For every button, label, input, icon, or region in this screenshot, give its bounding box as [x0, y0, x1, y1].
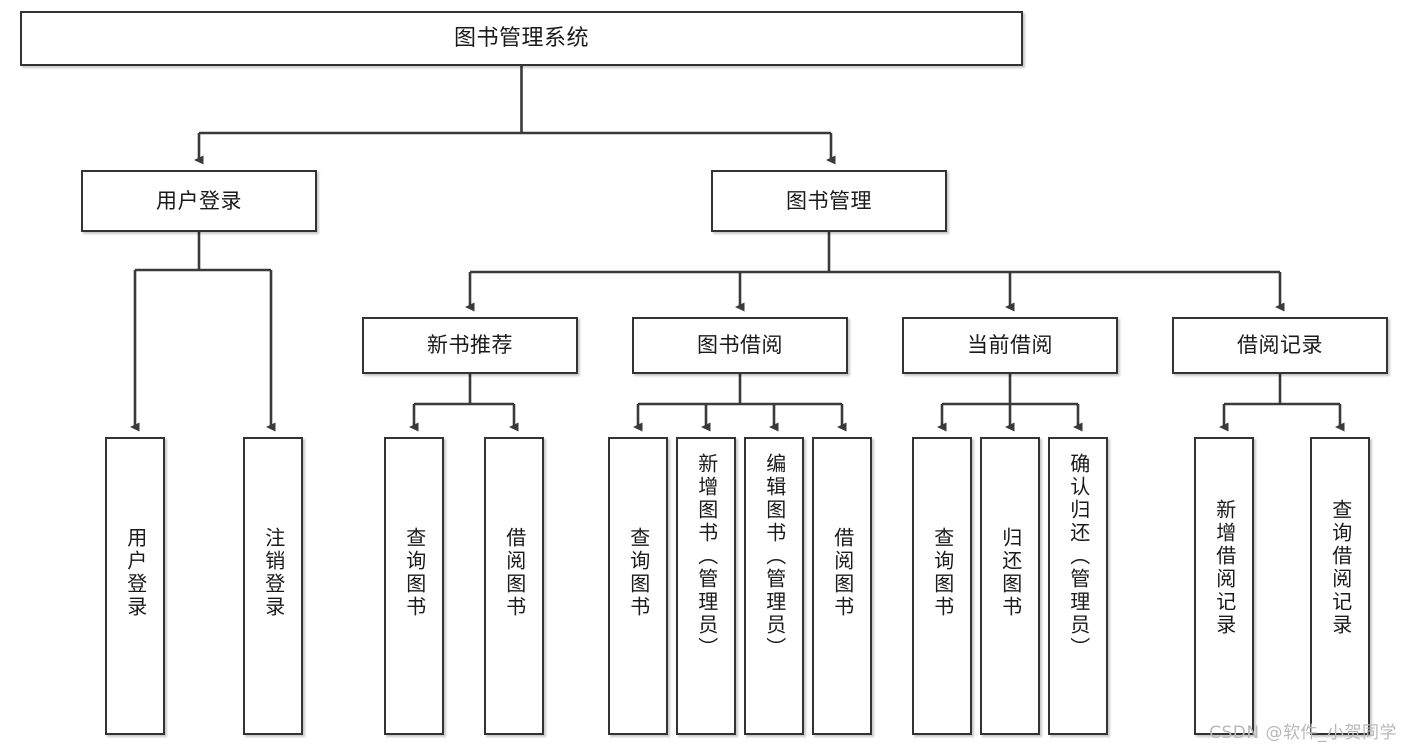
node-borrow-record[interactable]: 借阅记录	[1172, 317, 1388, 374]
leaf-record-add-record[interactable]: 新增借阅记录	[1194, 437, 1254, 735]
leaf-borrow-add-book-admin[interactable]: 新增图书（管理员）	[676, 437, 736, 735]
node-label: 借阅记录	[1237, 333, 1323, 358]
node-book-borrow[interactable]: 图书借阅	[632, 317, 848, 374]
leaf-borrow-edit-book-admin[interactable]: 编辑图书（管理员）	[744, 437, 804, 735]
node-label: 查询图书	[402, 527, 427, 619]
node-label: 注销登录	[261, 527, 286, 619]
csdn-watermark: CSDN @软件_小贺同学	[1209, 723, 1397, 743]
node-label: 确认归还（管理员）	[1066, 453, 1091, 660]
node-book-management[interactable]: 图书管理	[711, 170, 947, 232]
node-label: 编辑图书（管理员）	[762, 453, 787, 660]
node-label: 归还图书	[998, 527, 1023, 619]
leaf-record-query-record[interactable]: 查询借阅记录	[1310, 437, 1370, 735]
node-label: 当前借阅	[967, 333, 1053, 358]
node-label: 新增图书（管理员）	[694, 453, 719, 660]
node-label: 新增借阅记录	[1212, 499, 1237, 637]
node-label: 新书推荐	[427, 333, 513, 358]
leaf-user-login-signin[interactable]: 用户登录	[105, 437, 165, 735]
node-label: 用户登录	[123, 527, 148, 619]
node-book-management-system[interactable]: 图书管理系统	[20, 11, 1023, 66]
node-label: 借阅图书	[502, 527, 527, 619]
leaf-recommend-borrow-book[interactable]: 借阅图书	[484, 437, 544, 735]
leaf-current-return-book[interactable]: 归还图书	[980, 437, 1040, 735]
node-label: 查询图书	[626, 527, 651, 619]
node-new-book-recommend[interactable]: 新书推荐	[362, 317, 578, 374]
leaf-borrow-borrow-book[interactable]: 借阅图书	[812, 437, 872, 735]
leaf-current-confirm-return-admin[interactable]: 确认归还（管理员）	[1048, 437, 1108, 735]
node-label: 借阅图书	[830, 527, 855, 619]
node-label: 用户登录	[156, 188, 242, 213]
leaf-user-login-signout[interactable]: 注销登录	[243, 437, 303, 735]
node-label: 查询借阅记录	[1328, 499, 1353, 637]
leaf-borrow-query-book[interactable]: 查询图书	[608, 437, 668, 735]
node-current-borrow[interactable]: 当前借阅	[902, 317, 1118, 374]
node-label: 图书管理	[786, 188, 872, 213]
leaf-current-query-book[interactable]: 查询图书	[912, 437, 972, 735]
node-label: 查询图书	[930, 527, 955, 619]
node-label: 图书借阅	[697, 333, 783, 358]
node-user-login[interactable]: 用户登录	[81, 170, 317, 232]
leaf-recommend-query-book[interactable]: 查询图书	[384, 437, 444, 735]
node-label: 图书管理系统	[453, 25, 589, 51]
